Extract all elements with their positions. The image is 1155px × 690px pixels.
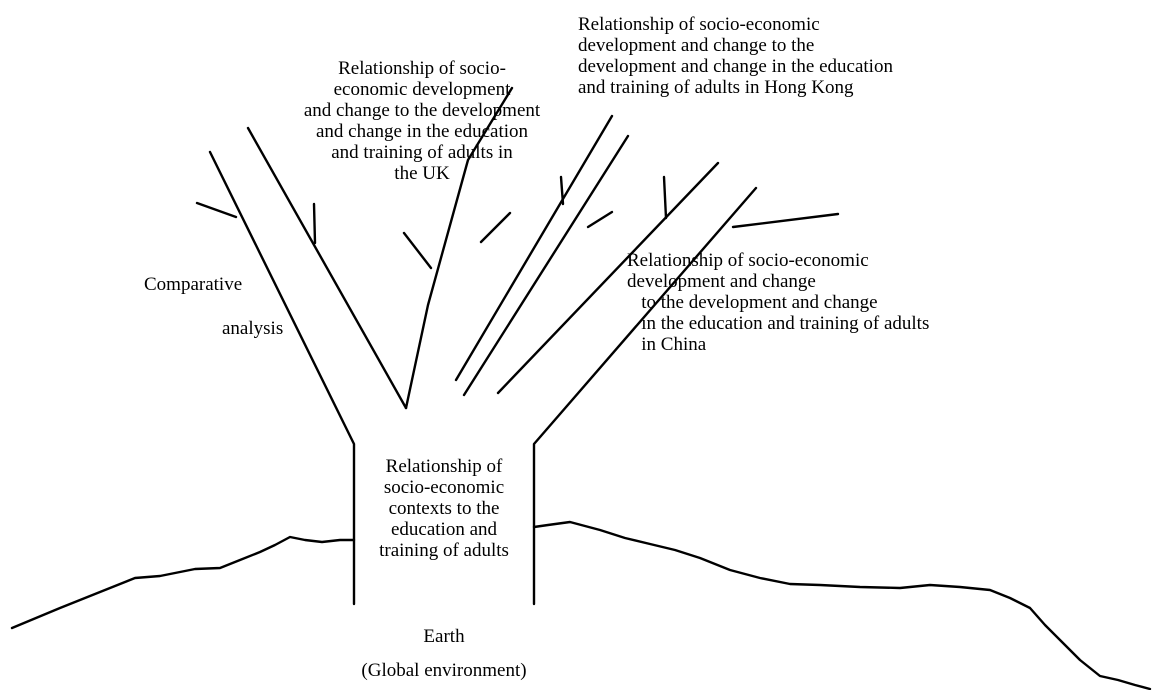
china-branch-label: Relationship of socio-economic developme… — [627, 250, 930, 355]
trunk-label: Relationship of socio-economic contexts … — [379, 456, 509, 561]
ground-line-left — [10, 535, 356, 630]
analysis-label: analysis — [222, 318, 284, 339]
hong-kong-branch-label: Relationship of socio-economic developme… — [578, 14, 893, 98]
twig-7 — [662, 175, 668, 220]
twig-3 — [402, 231, 433, 270]
branch-2 — [404, 86, 514, 410]
twig-8 — [731, 212, 840, 229]
twig-4 — [479, 211, 512, 244]
twig-2 — [312, 202, 317, 245]
twig-1 — [195, 201, 238, 219]
trunk-left-edge — [208, 150, 356, 606]
branch-5 — [496, 161, 720, 395]
earth-label: Earth — [423, 626, 465, 647]
uk-branch-label: Relationship of socio- economic developm… — [303, 58, 541, 184]
trunk-right-edge — [532, 186, 758, 606]
comparative-label: Comparative — [144, 274, 243, 295]
global-environment-label: (Global environment) — [361, 660, 527, 681]
branch-3 — [454, 114, 614, 382]
twig-5 — [559, 175, 565, 206]
branch-4 — [462, 134, 630, 397]
ground-line-right — [532, 520, 1152, 690]
branch-1 — [246, 126, 408, 410]
twig-6 — [586, 210, 614, 229]
